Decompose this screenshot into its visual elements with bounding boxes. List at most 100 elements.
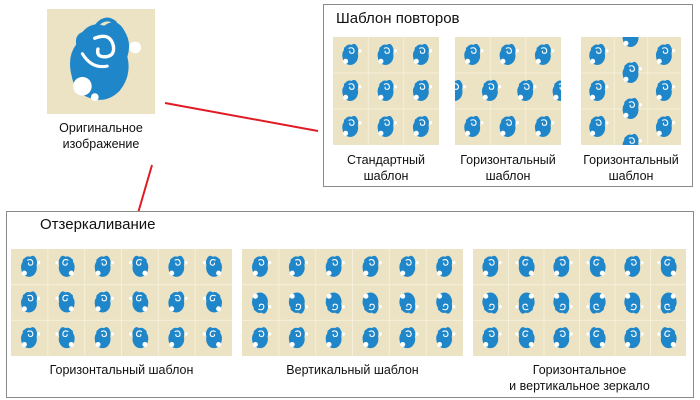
- both-mirror-tile: [473, 249, 686, 356]
- rose-motif-icon: [655, 79, 676, 102]
- pattern-grid: [11, 249, 232, 356]
- rose-motif-icon: [377, 79, 397, 102]
- rose-motif-icon: [128, 255, 149, 277]
- original-caption: Оригинальное изображение: [59, 121, 143, 151]
- rose-motif-icon: [21, 327, 41, 349]
- rose-motif-icon: [655, 43, 676, 66]
- rose-motif-icon: [655, 115, 676, 138]
- rose-motif-icon: [657, 327, 677, 349]
- rose-motif-icon: [168, 291, 188, 313]
- horizontal-pattern-tile-2: [581, 37, 681, 145]
- rose-motif-icon: [657, 292, 677, 314]
- rose-motif-icon: [436, 292, 456, 314]
- vertical-mirror-tile: [242, 249, 463, 356]
- horizontal-mirror-caption: Горизонтальный шаблон: [49, 363, 194, 377]
- rose-motif-icon: [202, 327, 222, 349]
- rose-motif-icon: [128, 291, 149, 313]
- pattern-grid: [242, 249, 463, 356]
- rose-motif-icon: [553, 255, 573, 277]
- rose-motif-icon: [622, 61, 642, 84]
- vertical-mirror-caption: Вертикальный шаблон: [286, 363, 419, 377]
- rose-motif-icon: [499, 43, 519, 66]
- rose-motif-icon: [622, 133, 642, 145]
- rose-motif-icon: [412, 43, 433, 66]
- rose-motif-icon: [70, 17, 141, 101]
- rose-motif-icon: [252, 255, 272, 277]
- rose-motif-icon: [325, 255, 346, 277]
- rose-motif-icon: [94, 255, 115, 277]
- pattern-grid: [473, 249, 686, 356]
- rose-motif-icon: [362, 292, 382, 314]
- rose-motif-icon: [55, 327, 75, 349]
- pattern-grid: [581, 37, 681, 145]
- rose-motif-icon: [362, 327, 382, 349]
- rose-motif-icon: [622, 97, 642, 120]
- rose-motif-icon: [534, 115, 555, 138]
- rose-motif-icon: [657, 255, 677, 277]
- rose-motif-icon: [464, 43, 484, 66]
- pattern-grid: [333, 37, 439, 145]
- horizontal-pattern-caption: Горизонтальный шаблон: [460, 153, 556, 183]
- rose-motif-icon: [624, 255, 644, 277]
- rose-motif-icon: [586, 292, 606, 314]
- rose-motif-icon: [342, 43, 362, 66]
- rose-motif-icon: [482, 292, 502, 314]
- rose-motif-icon: [589, 43, 609, 66]
- original-image: [47, 9, 155, 114]
- standard-pattern-tile: [333, 37, 439, 145]
- rose-motif-icon: [168, 255, 188, 277]
- rose-motif-icon: [589, 79, 609, 102]
- rose-motif-icon: [21, 291, 41, 313]
- rose-motif-icon: [622, 37, 639, 48]
- both-mirror-caption: Горизонтальное и вертикальное зеркало: [509, 363, 650, 393]
- rose-motif-icon: [252, 292, 272, 314]
- rose-motif-icon: [482, 327, 502, 349]
- rose-motif-icon: [515, 292, 535, 314]
- rose-motif-icon: [515, 255, 535, 277]
- rose-motif-icon: [589, 115, 609, 138]
- rose-motif-icon: [362, 255, 382, 277]
- rose-motif-icon: [128, 327, 149, 349]
- rose-motif-icon: [202, 291, 222, 313]
- rose-motif-icon: [325, 292, 346, 314]
- rose-motif-icon: [553, 327, 573, 349]
- rose-motif-icon: [168, 327, 188, 349]
- horizontal-pattern-caption-2: Горизонтальный шаблон: [583, 153, 679, 183]
- rose-motif-icon: [624, 292, 644, 314]
- rose-motif-icon: [553, 292, 573, 314]
- rose-motif-icon: [288, 292, 309, 314]
- rose-motif-icon: [436, 327, 456, 349]
- rose-motif-icon: [325, 327, 346, 349]
- rose-motif-icon: [464, 115, 484, 138]
- rose-motif-icon: [377, 115, 397, 138]
- rose-motif-icon: [252, 327, 272, 349]
- rose-motif-icon: [586, 255, 606, 277]
- rose-motif-icon: [481, 79, 502, 102]
- rose-motif-icon: [377, 43, 397, 66]
- rose-motif-icon: [499, 115, 519, 138]
- rose-motif-icon: [624, 327, 644, 349]
- rose-motif-icon: [586, 327, 606, 349]
- rose-motif-icon: [412, 79, 433, 102]
- rose-motif-icon: [482, 255, 502, 277]
- rose-motif-icon: [202, 255, 222, 277]
- rose-motif-icon: [55, 255, 75, 277]
- rose-motif-icon: [94, 291, 115, 313]
- mirroring-panel-title: Отзеркаливание: [40, 216, 156, 233]
- standard-pattern-caption: Стандартный шаблон: [347, 153, 425, 183]
- rose-motif-icon: [412, 115, 433, 138]
- rose-motif-icon: [517, 79, 537, 102]
- rose-motif-icon: [55, 291, 75, 313]
- rose-motif-icon: [552, 80, 561, 102]
- rose-motif-icon: [342, 115, 362, 138]
- pattern-grid: [455, 37, 561, 145]
- rose-motif-icon: [288, 327, 309, 349]
- repeat-panel-title: Шаблон повторов: [336, 10, 460, 27]
- rose-motif-icon: [436, 255, 456, 277]
- rose-motif-icon: [94, 327, 115, 349]
- rose-motif-icon: [399, 292, 419, 314]
- rose-motif-icon: [455, 79, 466, 101]
- rose-motif-icon: [534, 43, 555, 66]
- rose-motif-icon: [399, 255, 419, 277]
